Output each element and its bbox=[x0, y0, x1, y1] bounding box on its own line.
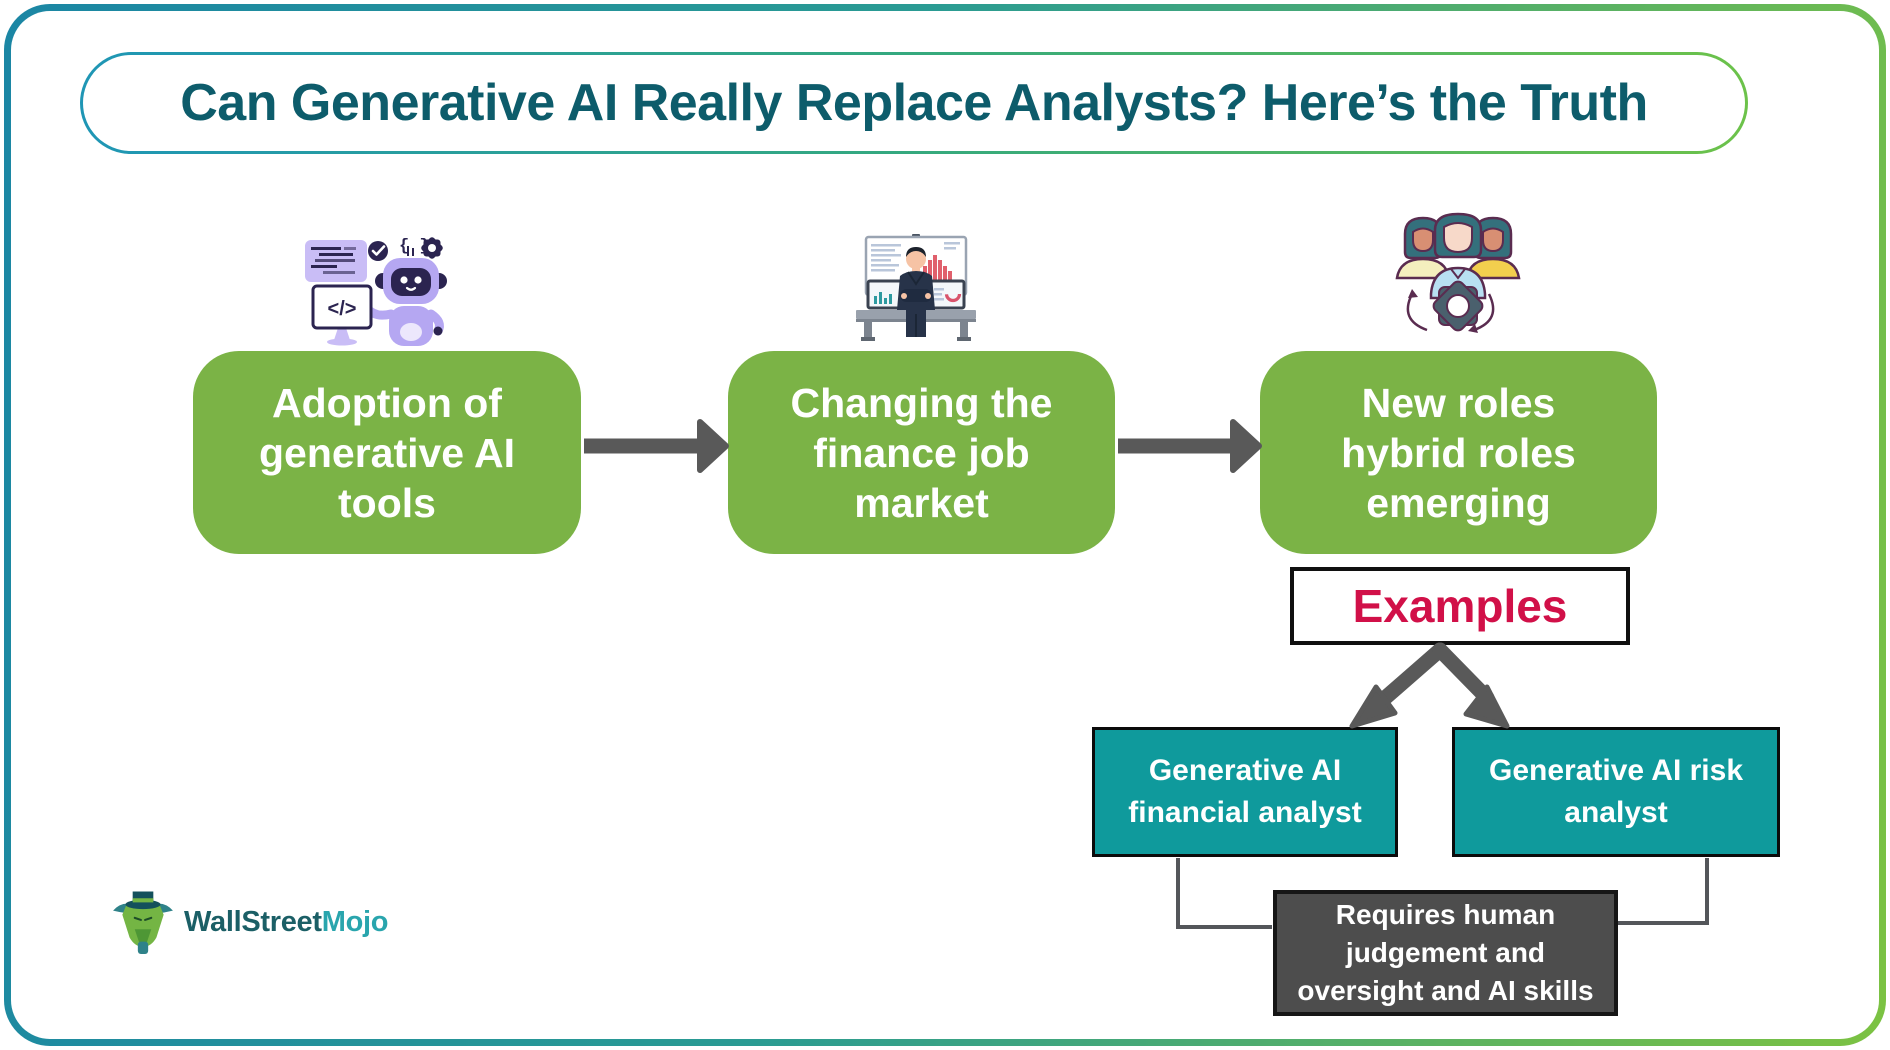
step-label: Adoption of generative AI tools bbox=[259, 379, 515, 526]
svg-text:</>: </> bbox=[328, 298, 357, 320]
step-label: New roles hybrid roles emerging bbox=[1341, 379, 1576, 526]
example-label: Generative AI financial analyst bbox=[1128, 754, 1362, 829]
team-gear-icon bbox=[1395, 212, 1521, 333]
title-banner: Can Generative AI Really Replace Analyst… bbox=[80, 52, 1748, 154]
example-label: Generative AI risk analyst bbox=[1488, 754, 1744, 829]
step-box-new-roles: New roles hybrid roles emerging bbox=[1260, 351, 1657, 554]
wallstreetmojo-logo: WallStreetMojo bbox=[112, 890, 389, 954]
check-badge-icon bbox=[368, 241, 388, 261]
wordmark-part2: Mojo bbox=[321, 905, 389, 938]
businessman bbox=[897, 247, 935, 337]
requirement-note-box: Requires human judgement and oversight a… bbox=[1273, 890, 1618, 1016]
code-snippet-panel bbox=[305, 240, 367, 282]
wordmark-part1: WallStreet bbox=[184, 905, 322, 938]
step-box-job-market: Changing the finance job market bbox=[728, 351, 1115, 554]
wallstreetmojo-bull-icon bbox=[113, 891, 173, 954]
robot-generative-ai-icon: { } </> bbox=[305, 237, 447, 346]
page-title: Can Generative AI Really Replace Analyst… bbox=[180, 74, 1648, 132]
analyst-presentation-icon bbox=[856, 234, 976, 341]
side-monitors bbox=[866, 279, 966, 310]
wallstreetmojo-wordmark: WallStreetMojo bbox=[184, 905, 389, 939]
svg-text:{ }: { } bbox=[399, 237, 430, 256]
requirement-note-label: Requires human judgement and oversight a… bbox=[1297, 899, 1594, 1006]
person-right bbox=[1465, 216, 1521, 280]
examples-header-box: Examples bbox=[1290, 567, 1630, 645]
gear-icon bbox=[1432, 280, 1484, 332]
gear-icon bbox=[421, 237, 443, 259]
robot: { } bbox=[361, 237, 447, 346]
example-box-financial-analyst: Generative AI financial analyst bbox=[1092, 727, 1398, 857]
example-box-risk-analyst: Generative AI risk analyst bbox=[1452, 727, 1780, 857]
cycle-arrows bbox=[1406, 289, 1495, 333]
examples-label: Examples bbox=[1352, 580, 1568, 632]
step-box-adoption: Adoption of generative AI tools bbox=[193, 351, 581, 554]
code-monitor: </> bbox=[311, 284, 373, 346]
step-label: Changing the finance job market bbox=[790, 379, 1053, 526]
